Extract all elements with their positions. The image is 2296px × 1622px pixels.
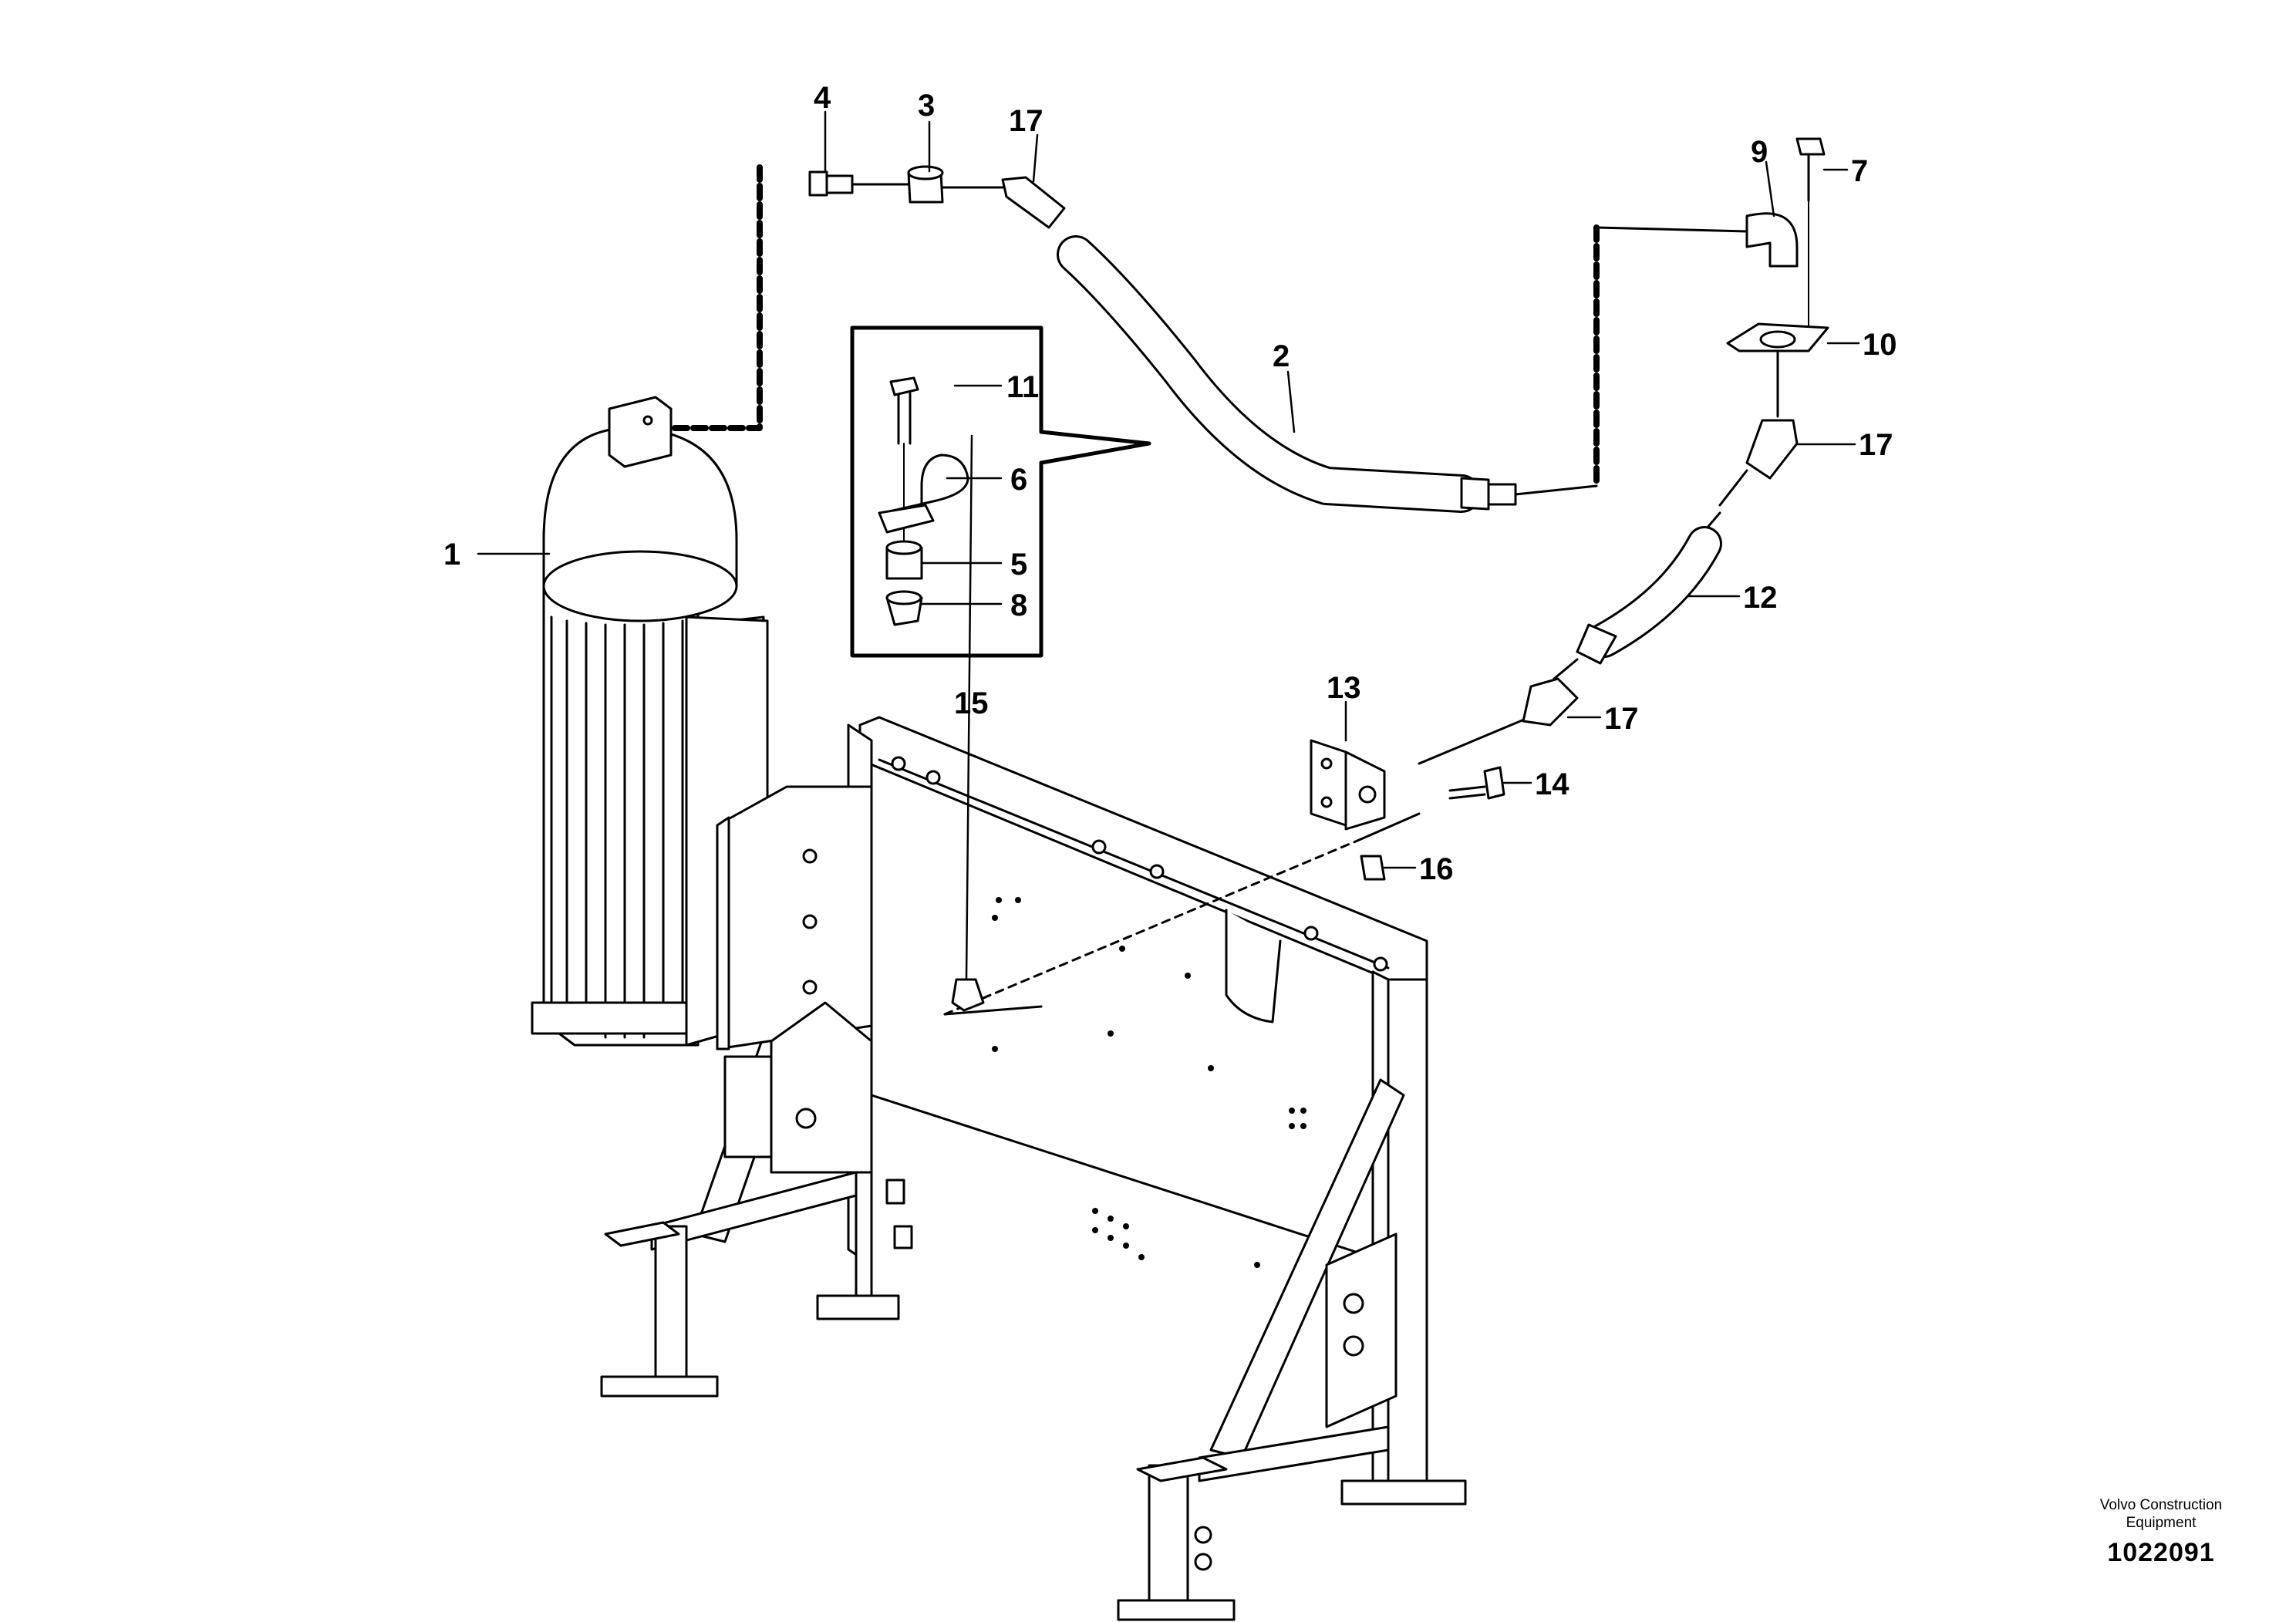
callout-15: 15: [954, 686, 989, 720]
callout-7: 7: [1851, 154, 1868, 188]
callout-9: 9: [1751, 135, 1768, 169]
callout-2: 2: [1273, 339, 1290, 373]
callout-17-top: 17: [1009, 104, 1043, 138]
callout-16: 16: [1419, 852, 1454, 886]
callout-17-right: 17: [1859, 428, 1893, 462]
callout-6: 6: [1010, 463, 1027, 497]
callout-17-lower: 17: [1604, 702, 1639, 736]
callout-14: 14: [1535, 767, 1569, 801]
detail-inset: [850, 325, 1151, 658]
receiver-drier: [531, 396, 769, 1047]
drawing-number: 1022091: [2107, 1538, 2215, 1567]
callout-5: 5: [1010, 548, 1027, 582]
callout-11: 11: [1006, 370, 1039, 404]
hardware-parts: [951, 739, 1505, 1012]
side-bracket: [716, 785, 873, 1174]
connection-lines: [666, 164, 1600, 1016]
callout-3: 3: [918, 89, 935, 123]
leader-lines: [477, 110, 1860, 981]
callout-13: 13: [1327, 671, 1361, 705]
callout-10: 10: [1863, 328, 1897, 362]
upper-hose-assembly: [808, 137, 1829, 727]
callout-labels: 1 2 3 4 5 6 7 8 9 10 11 12 13 14 15 16 1…: [443, 81, 1897, 886]
callout-8: 8: [1010, 588, 1027, 622]
drawing-footer: Volvo Construction Equipment 1022091: [2080, 1496, 2242, 1568]
brand-name: Volvo Construction Equipment: [2099, 1497, 2223, 1531]
callout-12: 12: [1743, 581, 1778, 615]
callout-4: 4: [814, 81, 831, 115]
callout-1: 1: [443, 538, 460, 572]
